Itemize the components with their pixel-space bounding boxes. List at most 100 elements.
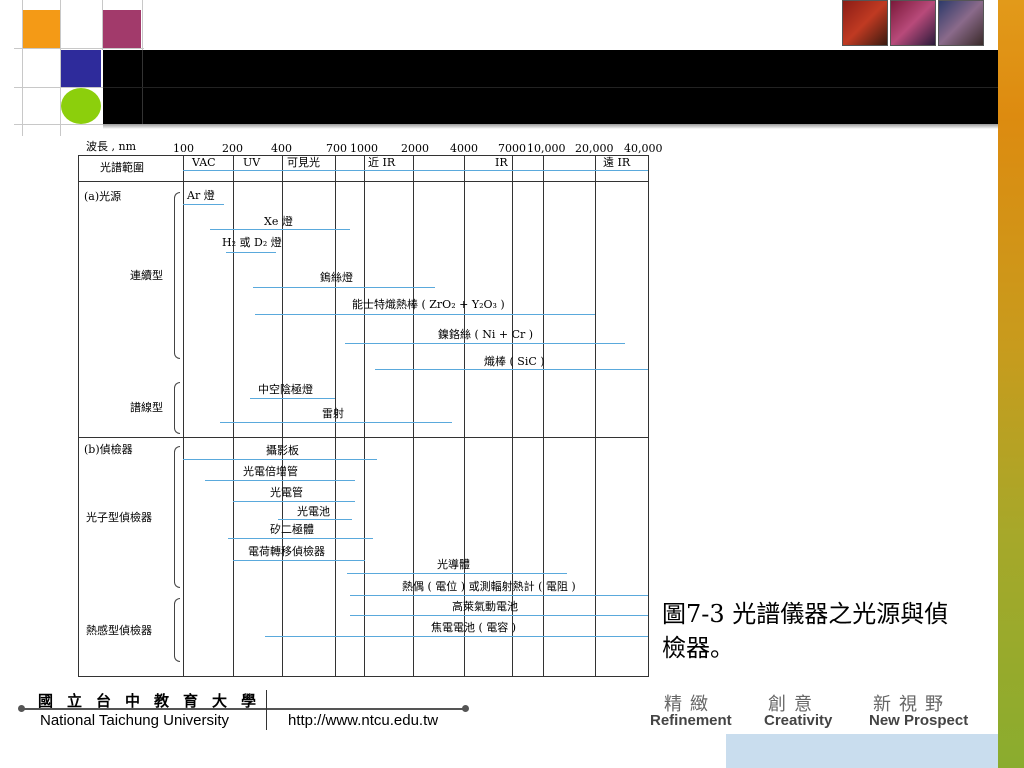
detector-phototube-bar [233, 501, 355, 502]
grid-line [14, 48, 144, 49]
source-nichrome-bar [345, 343, 625, 344]
source-globar: 熾棒 ( SiC ) [484, 355, 545, 368]
detector-plate-bar [183, 459, 377, 460]
range-near-ir: 近 IR [368, 156, 396, 169]
header-photo [890, 0, 936, 46]
detector-pmt-bar [205, 480, 355, 481]
detector-golay-bar [350, 615, 648, 616]
frame-line [78, 155, 79, 677]
source-hollow-bar [250, 398, 335, 399]
group-thermal: 熱感型偵檢器 [86, 624, 152, 637]
tick-200: 200 [222, 142, 243, 155]
source-globar-bar [375, 369, 648, 370]
group-continuous: 連續型 [130, 269, 163, 282]
frame-line [78, 181, 649, 182]
source-nichrome: 鎳鉻絲 ( Ni + Cr ) [438, 328, 534, 341]
group-photon: 光子型偵檢器 [86, 511, 152, 524]
detector-ccd: 電荷轉移偵檢器 [248, 545, 325, 558]
grid-100 [183, 155, 184, 676]
slogan-cn-creativity: 創意 [768, 694, 820, 715]
footer-dot [18, 705, 25, 712]
source-xe-bar [210, 229, 350, 230]
tick-7000: 7000 [498, 142, 526, 155]
grid-line [14, 124, 104, 125]
tick-2000: 2000 [401, 142, 429, 155]
detector-diode-bar [228, 538, 373, 539]
frame-line [78, 155, 649, 156]
slogan-en-refinement: Refinement [650, 712, 732, 729]
range-line [183, 170, 648, 171]
right-accent-stripe [998, 0, 1024, 768]
footer-rule [22, 708, 467, 710]
slogan-en-prospect: New Prospect [869, 712, 969, 729]
detector-photoconductor-bar [347, 573, 567, 574]
detector-golay: 高萊氣動電池 [452, 600, 518, 613]
grid-700 [335, 155, 336, 676]
frame-line [78, 437, 649, 438]
magenta-square [103, 10, 141, 48]
group-line: 譜線型 [130, 401, 163, 414]
brace-line [174, 382, 180, 434]
tick-10000: 10,000 [527, 142, 566, 155]
header-shadow [103, 124, 998, 129]
detector-plate: 攝影板 [266, 444, 299, 457]
navy-square [61, 50, 101, 87]
grid-line [60, 0, 61, 136]
source-hollow: 中空陰極燈 [258, 383, 313, 396]
range-uv: UV [243, 156, 261, 169]
detector-pmt: 光電倍增管 [243, 465, 298, 478]
school-name-en: National Taichung University [40, 712, 229, 729]
grid-line [22, 0, 23, 136]
brace-photon [174, 446, 180, 588]
detector-pyro: 焦電電池 ( 電容 ) [431, 621, 517, 634]
tick-1000: 1000 [350, 142, 378, 155]
detector-diode: 矽二極體 [270, 523, 314, 536]
grid-line [142, 0, 143, 50]
grid-400 [282, 155, 283, 676]
tick-40000: 40,000 [624, 142, 663, 155]
slogan-cn-prospect: 新視野 [873, 694, 951, 715]
range-vac: VAC [192, 156, 216, 169]
grid-line [14, 87, 104, 88]
detector-pyro-bar [265, 636, 648, 637]
tick-400: 400 [271, 142, 292, 155]
grid-4000 [464, 155, 465, 676]
frame-line [648, 155, 649, 677]
grid-20000 [595, 155, 596, 676]
tick-100: 100 [173, 142, 194, 155]
footer-divider [266, 690, 267, 730]
footer-accent-box [726, 734, 998, 768]
range-label: 光譜範圍 [100, 161, 144, 174]
grid-10000 [543, 155, 544, 676]
tick-700: 700 [326, 142, 347, 155]
source-h2d2: H₂ 或 D₂ 燈 [222, 236, 282, 249]
footer-dot [462, 705, 469, 712]
section-sources: (a)光源 [84, 190, 122, 203]
orange-square [22, 10, 60, 48]
detector-thermocouple-bar [350, 595, 648, 596]
band-divider [103, 87, 998, 88]
school-url[interactable]: http://www.ntcu.edu.tw [288, 712, 439, 729]
tick-20000: 20,000 [575, 142, 614, 155]
detector-photoconductor: 光導體 [437, 558, 470, 571]
detector-phototube: 光電管 [270, 486, 303, 499]
detector-cell: 光電池 [297, 505, 330, 518]
grid-line [102, 0, 103, 50]
source-tungsten-bar [253, 287, 435, 288]
source-xe: Xe 燈 [264, 215, 293, 228]
source-nernst-bar [255, 314, 595, 315]
header-photo [842, 0, 888, 46]
source-h2d2-bar [226, 252, 276, 253]
detector-cell-bar [278, 519, 352, 520]
range-far-ir: 遠 IR [603, 156, 631, 169]
frame-line [78, 676, 649, 677]
source-nernst: 能士特熾熱棒 ( ZrO₂ + Y₂O₃ ) [352, 298, 505, 311]
slogan-cn-refinement: 精緻 [664, 694, 716, 715]
brace-continuous [174, 192, 180, 359]
section-detectors: (b)偵檢器 [84, 443, 133, 456]
source-ar-bar [183, 204, 224, 205]
source-laser-bar [220, 422, 452, 423]
detector-thermocouple: 熱偶 ( 電位 ) 或測輻射熱計 ( 電阻 ) [402, 580, 576, 593]
detector-ccd-bar [233, 560, 365, 561]
grid-200 [233, 155, 234, 676]
